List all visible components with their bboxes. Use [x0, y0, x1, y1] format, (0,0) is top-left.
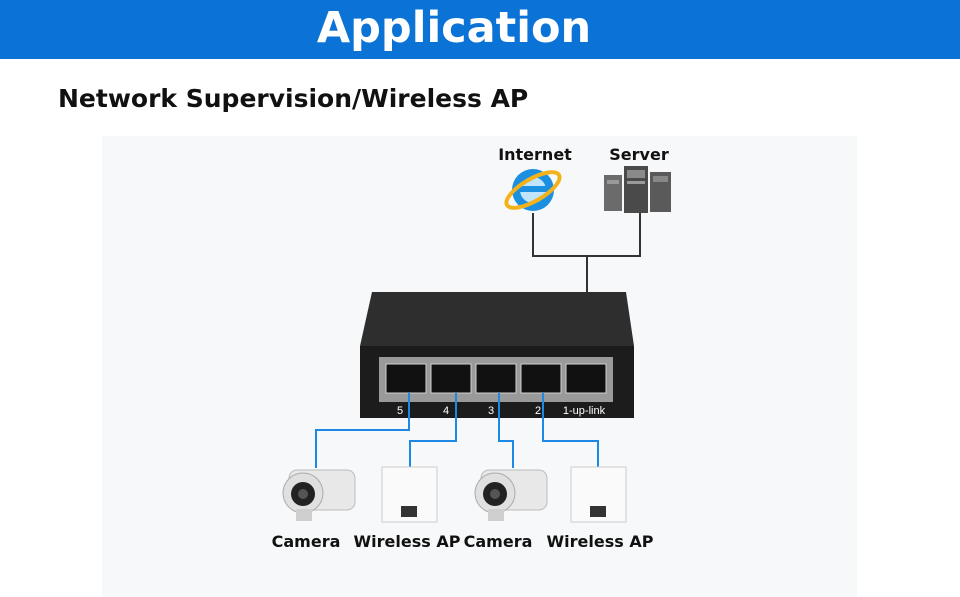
node-label-server: Server — [609, 145, 669, 164]
device-label-wireless-ap-1: Wireless AP — [353, 532, 461, 551]
bullet-camera-icon — [474, 469, 548, 521]
device-label-camera-2: Camera — [463, 532, 533, 551]
page-title: Application — [316, 3, 592, 53]
switch-ports — [385, 363, 607, 394]
port-label-uplink: 1-up-link — [563, 405, 606, 417]
device-label-camera-1: Camera — [271, 532, 341, 551]
device-wiring — [315, 393, 599, 468]
bullet-camera-icon — [282, 469, 356, 521]
wall-access-point-icon — [570, 466, 627, 523]
wall-access-point-icon — [381, 466, 438, 523]
internet-explorer-icon — [504, 169, 562, 211]
header-banner: Application — [0, 0, 960, 59]
node-label-internet: Internet — [498, 145, 572, 164]
server-tower-icon — [604, 166, 671, 213]
port-label-5: 5 — [397, 405, 403, 417]
port-label-2: 2 — [535, 405, 541, 417]
ethernet-switch: 5 4 3 2 1-up-link — [360, 292, 634, 418]
device-label-wireless-ap-2: Wireless AP — [546, 532, 654, 551]
port-label-3: 3 — [488, 405, 494, 417]
port-label-4: 4 — [443, 405, 449, 417]
section-title: Network Supervision/Wireless AP — [58, 84, 529, 113]
